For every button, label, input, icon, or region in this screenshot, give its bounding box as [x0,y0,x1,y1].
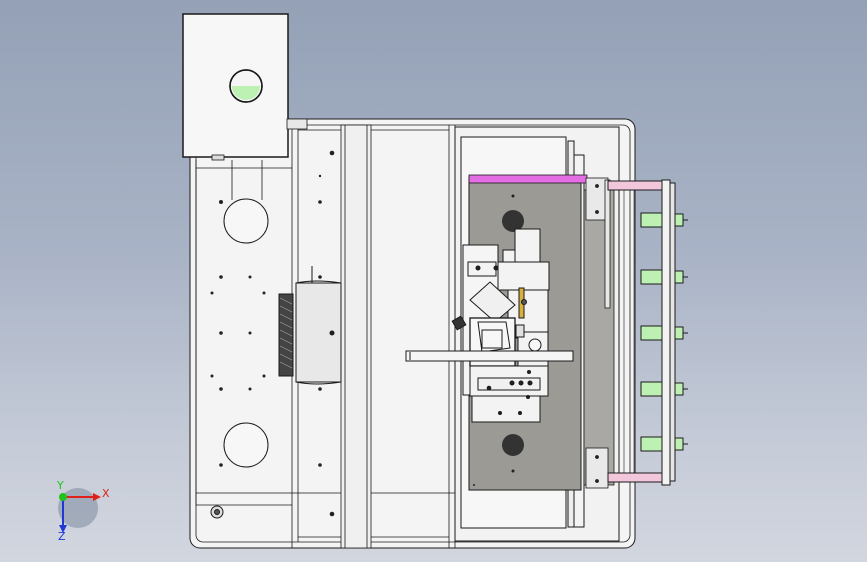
valve-fitting-2 [640,269,688,285]
z-axis-label: Z [58,530,66,543]
magenta-strip [468,174,588,184]
left-panel [195,119,455,548]
upper-port-circle [223,198,269,244]
gripper-assembly [405,228,574,423]
valve-fitting-1 [640,212,688,228]
x-axis-label: X [102,487,110,500]
y-axis-dot [59,493,67,501]
pink-tube-top [607,180,663,191]
valve-fitting-5 [640,436,688,452]
valve-fitting-4 [640,381,688,397]
pink-tube-bottom [607,472,663,483]
axis-triad: X Y Z [56,479,110,543]
valve-fitting-3 [640,325,688,341]
motor-box [182,13,308,161]
plate-hole-top [502,210,524,232]
plate-hole-bottom [502,434,524,456]
y-axis-label: Y [56,479,64,492]
port-circles [223,198,269,468]
lower-port-circle [223,422,269,468]
plate-dots [473,194,515,486]
drum-cylinder [278,266,342,385]
right-brackets [585,177,611,489]
